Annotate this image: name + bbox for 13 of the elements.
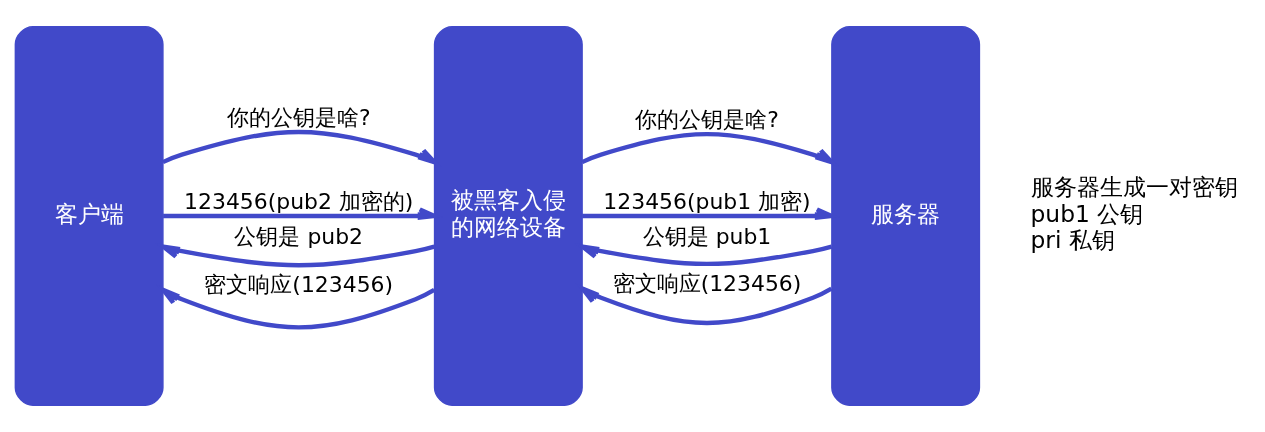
edge-label: 你的公钥是啥? bbox=[635, 106, 779, 132]
node-box: 服务器 bbox=[831, 26, 981, 406]
edge-label: 公钥是 pub2 bbox=[234, 223, 364, 249]
edge-label: 123456(pub1 加密) bbox=[603, 188, 811, 214]
edge-label: 123456(pub2 加密的) bbox=[184, 188, 414, 214]
edge-label: 公钥是 pub1 bbox=[642, 223, 772, 249]
node-label: pub1 公钥 bbox=[1030, 199, 1144, 228]
node-box: 被黑客入侵的网络设备 bbox=[433, 26, 583, 406]
edge-label: 密文响应(123456) bbox=[204, 271, 394, 297]
node-label: 服务器生成一对密钥 bbox=[1030, 173, 1238, 202]
node-box: 客户端 bbox=[14, 26, 164, 406]
edge-label: 密文响应(123456) bbox=[612, 270, 802, 296]
edge-label: 你的公钥是啥? bbox=[226, 105, 371, 131]
